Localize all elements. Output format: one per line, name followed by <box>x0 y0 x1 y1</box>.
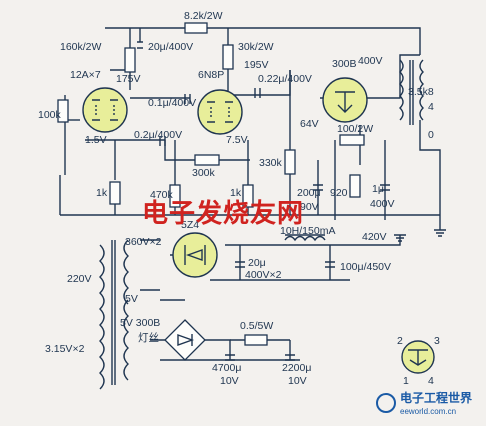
choke <box>284 234 326 242</box>
resistor-330k <box>284 149 296 175</box>
label-pot100k: 100k <box>38 109 62 121</box>
tube-pinout <box>401 340 435 374</box>
label-v400b: 400V <box>370 198 395 210</box>
logo-icon <box>376 393 396 413</box>
label-pin1: 1 <box>403 375 409 387</box>
label-r300k: 300k <box>192 167 216 179</box>
cap-100u <box>325 261 335 268</box>
label-c-022: 0.22μ/400V <box>258 73 312 85</box>
label-c-20u: 20μ/400V <box>148 41 193 53</box>
capacitors <box>137 41 390 361</box>
label-c1u: 1μ <box>372 183 384 195</box>
tube-5z4 <box>172 232 218 278</box>
label-tube2: 6N8P <box>198 69 224 81</box>
label-pin2: 2 <box>397 335 403 347</box>
watermark-text: 电子发烧友网 <box>142 198 304 229</box>
label-xfmr-out: 3.5k8 <box>408 86 434 98</box>
cap-20u <box>137 41 143 49</box>
labels: 160k/2W 8.2k/2W 20μ/400V 30k/2W 12A×7 6N… <box>38 10 440 387</box>
tube-300b <box>322 77 368 123</box>
label-v175: 175V <box>116 73 141 85</box>
label-v15: 1.5V <box>85 134 107 146</box>
cap-2200u <box>285 354 295 361</box>
tube-6n8p <box>197 89 243 135</box>
label-tube1: 12A×7 <box>70 69 101 81</box>
label-v75: 7.5V <box>226 134 248 146</box>
label-v400: 400V <box>358 55 383 67</box>
label-c2200: 2200μ <box>282 362 311 374</box>
label-r-plate1: 160k/2W <box>60 41 102 53</box>
label-r-30k: 30k/2W <box>238 41 274 53</box>
label-r-82k: 8.2k/2W <box>184 10 223 22</box>
ground-symbols <box>394 229 446 242</box>
label-v64: 64V <box>300 118 319 130</box>
cap-0.1u <box>184 94 191 104</box>
cap-4700u <box>225 354 235 361</box>
label-v90: 90V <box>300 201 319 213</box>
label-c100u: 100μ/450V <box>340 261 391 273</box>
wiring <box>59 27 441 361</box>
resistors <box>57 22 365 346</box>
label-v315: 3.15V×2 <box>45 343 85 355</box>
label-pin4: 4 <box>428 375 434 387</box>
label-c-02: 0.2μ/400V <box>134 129 182 141</box>
resistor-8.2k <box>184 22 208 34</box>
potentiometer-100k <box>57 99 69 123</box>
logo-url: eeworld.com.cn <box>400 407 456 416</box>
resistor-470k <box>169 184 181 208</box>
bridge-rectifier <box>164 319 206 361</box>
label-c20u-b2: 400V×2 <box>245 269 282 281</box>
resistor-160k <box>124 47 136 73</box>
resistor-920 <box>349 174 361 198</box>
cap-200u <box>313 184 323 191</box>
resistor-1k-b <box>242 184 254 208</box>
label-v5: 5V <box>125 293 138 305</box>
label-c-01: 0.1μ/400V <box>148 97 196 109</box>
label-v360: 360V×2 <box>125 236 162 248</box>
resistor-100-2w <box>339 134 365 146</box>
label-tap4: 4 <box>428 101 434 113</box>
label-tube3: 300B <box>332 58 357 70</box>
label-r920: 920 <box>330 187 348 199</box>
label-r05: 0.5/5W <box>240 320 273 332</box>
resistor-30k <box>222 44 234 70</box>
resistor-0.5-5w <box>244 334 268 346</box>
label-v420: 420V <box>362 231 387 243</box>
label-r1k-a: 1k <box>96 187 108 199</box>
label-v195: 195V <box>244 59 269 71</box>
label-v5-300b: 5V 300B <box>120 317 160 329</box>
resistor-300k <box>194 154 220 166</box>
label-c200u: 200μ <box>297 187 321 199</box>
cap-0.2u <box>159 136 166 146</box>
label-lamp: 灯丝 <box>138 332 159 344</box>
cap-0.22u <box>254 88 261 98</box>
label-c20u-b: 20μ <box>248 257 266 269</box>
output-transformer <box>399 59 424 125</box>
label-tap0: 0 <box>428 129 434 141</box>
label-r1k-b: 1k <box>230 187 242 199</box>
label-pin3: 3 <box>434 335 440 347</box>
label-r330k: 330k <box>259 157 283 169</box>
cap-20u-b <box>235 261 245 268</box>
label-c4700: 4700μ <box>212 362 241 374</box>
logo-text: 电子工程世界 <box>400 390 472 405</box>
site-logo: 电子工程世界 eeworld.com.cn <box>376 390 472 416</box>
resistor-1k-a <box>109 181 121 205</box>
label-v220: 220V <box>67 273 92 285</box>
cap-1u <box>380 184 390 191</box>
power-transformer <box>99 239 129 390</box>
label-tube-rect: 5Z4 <box>181 219 199 231</box>
label-r100-2w: 100/2W <box>337 123 373 135</box>
label-c2200v: 10V <box>288 375 307 387</box>
label-c4700v: 10V <box>220 375 239 387</box>
tube-12ax7 <box>82 87 128 133</box>
label-r470k: 470k <box>150 189 174 201</box>
label-choke: 10H/150mA <box>280 225 335 237</box>
